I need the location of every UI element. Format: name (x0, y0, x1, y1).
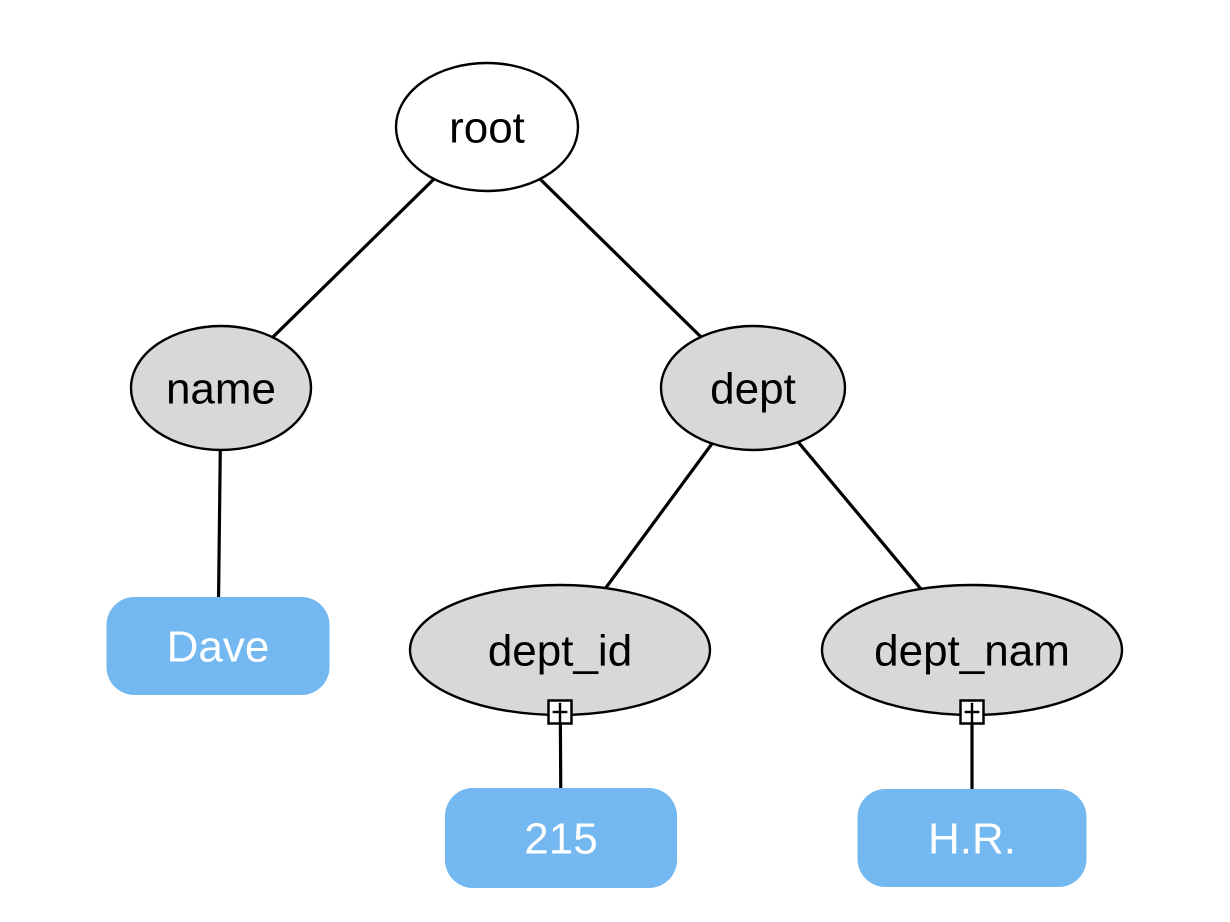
node-hr-label: H.R. (928, 814, 1016, 863)
node-dept (659, 324, 847, 452)
node-hr (857, 789, 1087, 887)
node-dave-label: Dave (167, 622, 270, 671)
expand-plus-icon[interactable] (547, 699, 573, 725)
node-root (394, 61, 580, 193)
edges-layer (216, 125, 974, 839)
node-dept_id-label: dept_id (488, 626, 632, 675)
expand-plus-icon[interactable] (959, 699, 985, 725)
markers-layer (547, 699, 985, 725)
node-215 (445, 788, 677, 888)
node-dave (106, 597, 330, 695)
nodes-layer: root name dept dept_id dept_nam Dave 215 H.R. (106, 61, 1124, 888)
node-215-label: 215 (524, 814, 597, 863)
node-name-label: name (166, 364, 276, 413)
node-dept-label: dept (710, 364, 796, 413)
node-name (129, 324, 313, 452)
node-dept_nam-label: dept_nam (874, 626, 1070, 675)
node-root-label: root (449, 103, 525, 152)
